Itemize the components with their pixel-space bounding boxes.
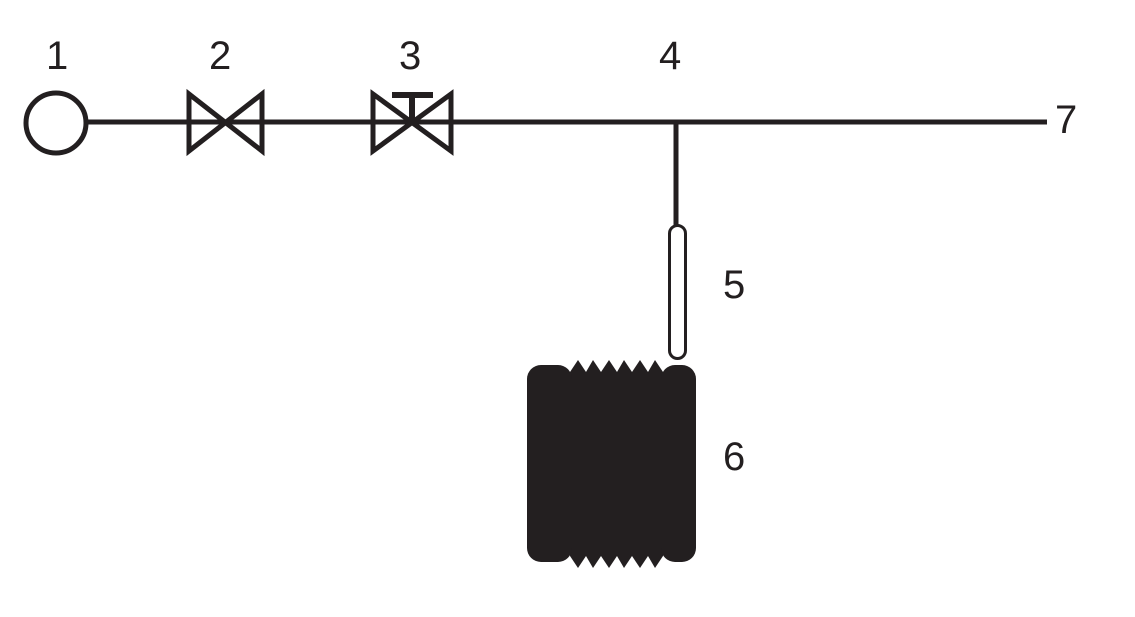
callout-label-6: 6 bbox=[723, 435, 746, 479]
callout-label-3: 3 bbox=[399, 34, 422, 78]
valve-handwheel-icon bbox=[370, 89, 454, 156]
valve-plain-icon bbox=[186, 88, 265, 157]
bellows-pleats bbox=[570, 360, 663, 568]
callout-label-1: 1 bbox=[46, 34, 69, 78]
callout-label-5: 5 bbox=[723, 263, 746, 307]
bellows-left-block bbox=[527, 365, 572, 562]
callout-label-2: 2 bbox=[209, 34, 232, 78]
callout-label-7: 7 bbox=[1055, 98, 1078, 142]
callout-label-4: 4 bbox=[659, 34, 682, 78]
gauge-circle-icon bbox=[23, 90, 89, 156]
bellows-icon bbox=[527, 360, 696, 568]
bellows-right-block bbox=[661, 365, 696, 562]
capsule-tube-icon bbox=[668, 224, 687, 360]
